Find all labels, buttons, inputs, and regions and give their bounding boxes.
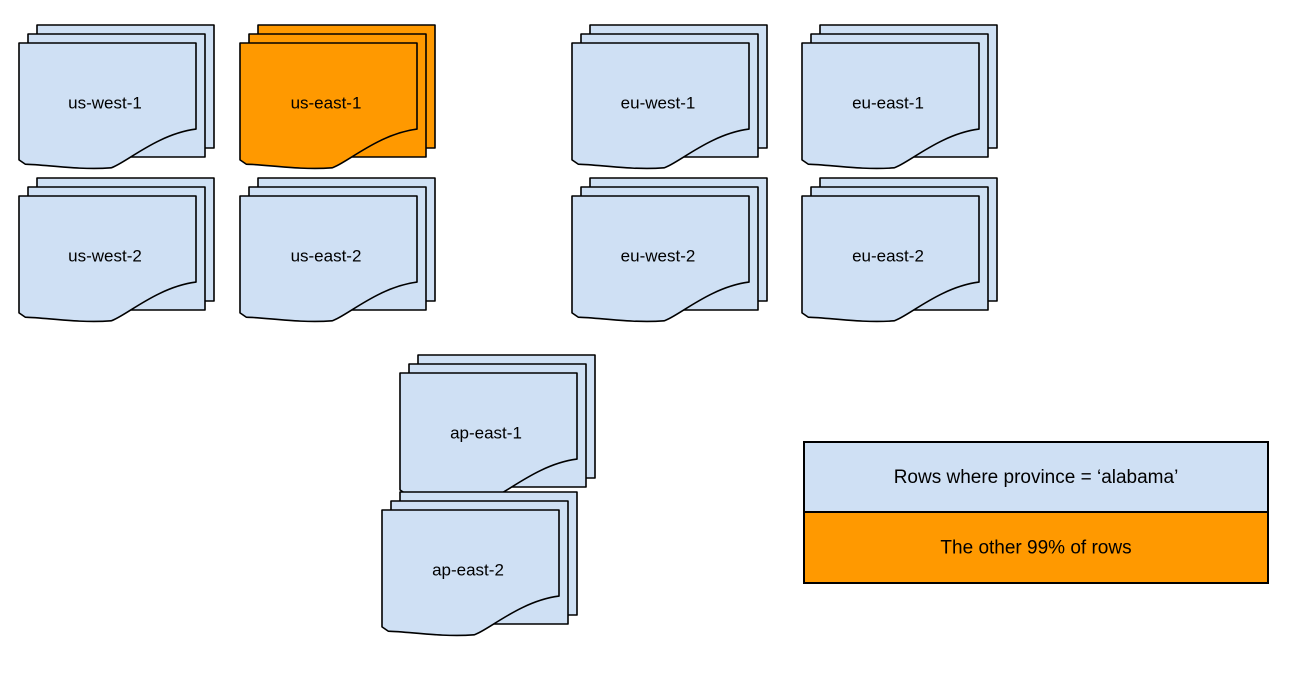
legend-row-blue-swatch <box>803 441 1269 513</box>
document-stack-us-west-2[interactable]: us-west-2 <box>18 177 215 323</box>
document-sheet-front <box>571 195 750 323</box>
document-stack-eu-east-2[interactable]: eu-east-2 <box>801 177 998 323</box>
legend-row-blue-text: Rows where province = ‘alabama’ <box>894 467 1179 488</box>
region-label-us-east-2: us-east-2 <box>291 246 362 265</box>
legend-row-orange-swatch <box>803 511 1269 584</box>
document-sheet-front <box>18 195 197 323</box>
region-label-us-west-1: us-west-1 <box>68 93 142 112</box>
document-sheet-front <box>571 42 750 170</box>
document-stack-ap-east-2[interactable]: ap-east-2 <box>381 491 578 637</box>
document-sheet-front <box>801 195 980 323</box>
region-label-eu-west-1: eu-west-1 <box>621 93 696 112</box>
document-sheet-front <box>239 195 418 323</box>
document-sheet-front <box>801 42 980 170</box>
document-stack-us-west-1[interactable]: us-west-1 <box>18 24 215 170</box>
region-label-us-east-1: us-east-1 <box>291 93 362 112</box>
region-label-eu-east-2: eu-east-2 <box>852 246 924 265</box>
region-label-eu-east-1: eu-east-1 <box>852 93 924 112</box>
document-stacks-group: us-west-1 us-east-1 eu-west-1 eu-east-1 us-w… <box>18 24 998 637</box>
document-sheet-front <box>239 42 418 170</box>
document-sheet-front <box>381 509 560 637</box>
legend-row-orange-text: The other 99% of rows <box>940 538 1131 559</box>
document-stack-us-east-1[interactable]: us-east-1 <box>239 24 436 170</box>
document-stack-us-east-2[interactable]: us-east-2 <box>239 177 436 323</box>
legend-row-blue: Rows where province = ‘alabama’ <box>803 441 1269 513</box>
region-label-eu-west-2: eu-west-2 <box>621 246 696 265</box>
region-label-ap-east-1: ap-east-1 <box>450 423 522 442</box>
document-sheet-front <box>18 42 197 170</box>
legend-group: Rows where province = ‘alabama’ The other… <box>803 441 1269 584</box>
document-stack-eu-west-2[interactable]: eu-west-2 <box>571 177 768 323</box>
region-label-us-west-2: us-west-2 <box>68 246 142 265</box>
region-label-ap-east-2: ap-east-2 <box>432 560 504 579</box>
document-stack-eu-east-1[interactable]: eu-east-1 <box>801 24 998 170</box>
legend-row-orange: The other 99% of rows <box>803 511 1269 584</box>
document-stack-ap-east-1[interactable]: ap-east-1 <box>399 354 596 500</box>
document-stack-eu-west-1[interactable]: eu-west-1 <box>571 24 768 170</box>
